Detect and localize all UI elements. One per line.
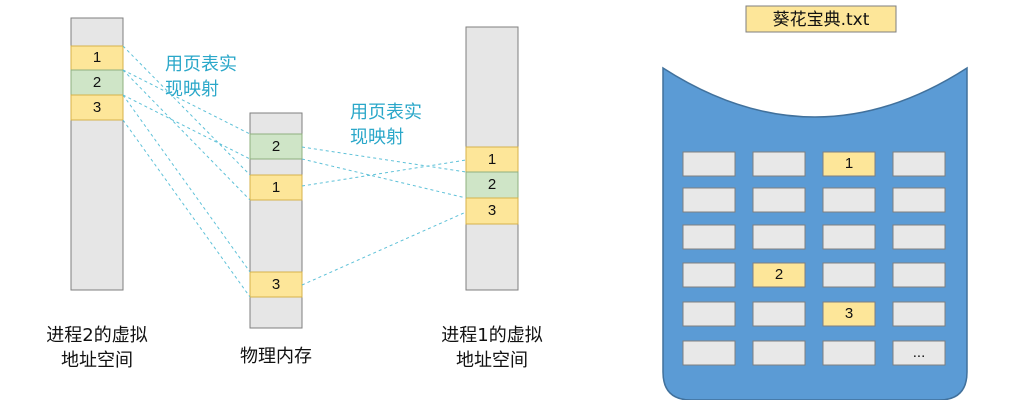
disk-block: [822, 224, 876, 250]
disk-block: [752, 187, 806, 213]
disk-block-label: 2: [775, 266, 783, 283]
process1-page-3: [465, 197, 519, 225]
disk-block: [892, 340, 946, 366]
process1-page-1-label: 1: [488, 151, 496, 168]
mapping-line: [122, 69, 251, 201]
disk-block: [752, 301, 806, 327]
file-title: 葵花宝典.txt: [773, 10, 870, 30]
physical-page-3: [249, 271, 303, 298]
disk-block: [682, 224, 736, 250]
disk-block: [682, 262, 736, 288]
disk-block: [892, 187, 946, 213]
physical-memory: 2 1 3 物理内存: [240, 112, 312, 367]
process1-page-2-label: 2: [488, 176, 496, 193]
process2-page-1: [70, 45, 124, 71]
process2-page-3: [70, 94, 124, 121]
process1-page-2: [465, 171, 519, 199]
disk-block: [752, 340, 806, 366]
mapping-annotation-1-line2: 现映射: [165, 79, 219, 100]
process2-page-2-label: 2: [93, 74, 101, 91]
disk-block: [682, 187, 736, 213]
process1-page-3-label: 3: [488, 202, 496, 219]
disk-block: [682, 301, 736, 327]
mapping-line: [122, 45, 251, 176]
file-title-box: [745, 5, 897, 33]
process1-caption-line1: 进程1的虚拟: [441, 325, 542, 346]
process2-caption-line1: 进程2的虚拟: [46, 325, 147, 346]
mapping-annotation-1-line1: 用页表实: [165, 54, 237, 75]
process2-caption-line2: 地址空间: [61, 350, 133, 371]
physical-page-3-label: 3: [272, 276, 280, 293]
process2-page-3-label: 3: [93, 99, 101, 116]
disk-block: [752, 151, 806, 177]
disk-block-label: ...: [913, 344, 926, 361]
mapping-line: [301, 158, 467, 199]
mapping-line: [301, 146, 467, 173]
disk-block: [682, 151, 736, 177]
disk-block: [822, 151, 876, 177]
physical-page-1-label: 1: [272, 179, 280, 196]
disk-block: [892, 262, 946, 288]
disk-block: [892, 151, 946, 177]
physical-memory-caption: 物理内存: [240, 346, 312, 367]
mapping-line: [122, 119, 251, 298]
physical-page-2: [249, 133, 303, 160]
disk-block: [682, 340, 736, 366]
disk-block: [822, 301, 876, 327]
disk-block: [892, 224, 946, 250]
disk-block: [822, 187, 876, 213]
mapping-line: [301, 211, 467, 286]
process1-page-1: [465, 146, 519, 173]
mapping-line: [301, 159, 467, 187]
disk-block: [822, 262, 876, 288]
physical-page-2-label: 2: [272, 138, 280, 155]
disk-blocks-grid: 1 2 3...: [682, 151, 946, 366]
page-table-mappings: [122, 45, 467, 298]
disk-block-label: 1: [845, 155, 853, 172]
disk-block: [752, 262, 806, 288]
disk-block: [822, 340, 876, 366]
physical-page-1: [249, 174, 303, 201]
disk-cylinder: [662, 66, 968, 400]
process1-caption-line2: 地址空间: [456, 350, 528, 371]
process2-address-space: 1 2 3 进程2的虚拟 地址空间: [46, 17, 148, 371]
disk-block: [892, 301, 946, 327]
disk-block: [752, 224, 806, 250]
mapping-annotation-2-line2: 现映射: [350, 127, 404, 148]
mapping-line: [122, 94, 251, 273]
disk-block-label: 3: [845, 305, 853, 322]
mapping-annotation-2-line1: 用页表实: [350, 102, 422, 123]
process1-address-space: 1 2 3 进程1的虚拟 地址空间: [441, 26, 543, 371]
process2-page-1-label: 1: [93, 49, 101, 66]
mapping-line: [122, 94, 251, 160]
